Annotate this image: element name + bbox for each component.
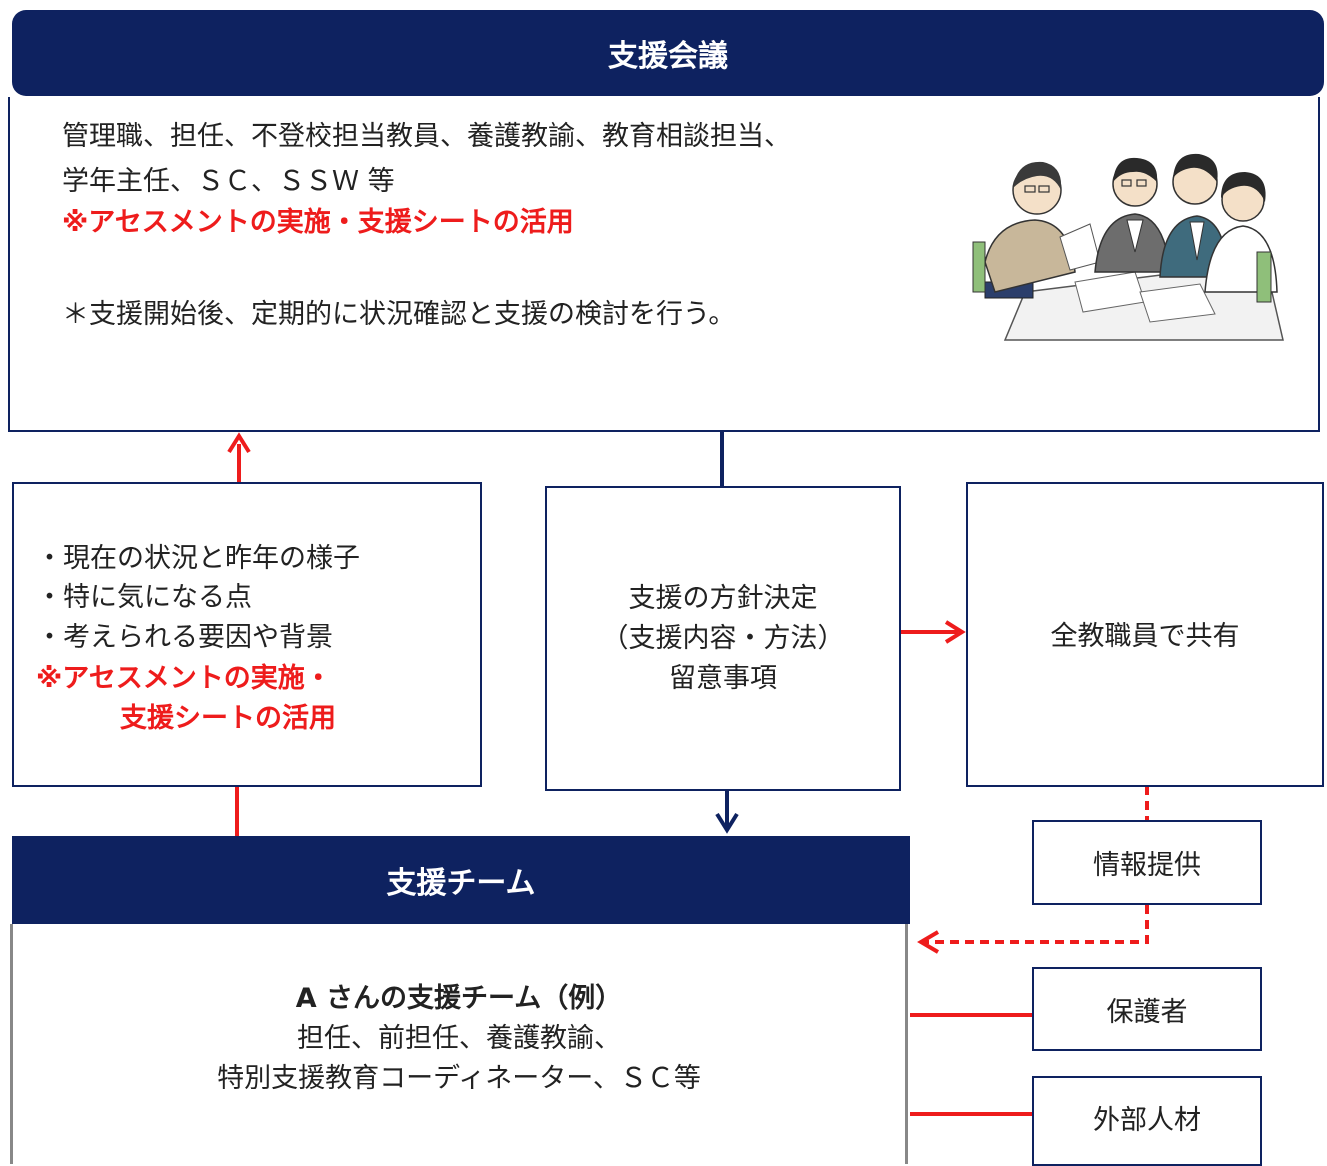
- situation-item-3: ・考えられる要因や背景: [36, 622, 333, 653]
- guardian-label: 保護者: [1106, 996, 1188, 1028]
- team-line-2: 特別支援教育コーディネーター、ＳＣ等: [217, 1063, 701, 1094]
- situation-item-2: ・特に気になる点: [36, 582, 252, 613]
- meeting-title: 支援会議: [608, 39, 728, 74]
- policy-decision-box: 支援の方針決定 （支援内容・方法） 留意事項: [545, 486, 901, 791]
- team-text: A さんの支援チーム（例） 担任、前担任、養護教諭、 特別支援教育コーディネータ…: [13, 979, 905, 1099]
- dashed-info-team: [925, 905, 1149, 944]
- meeting-title-bar: 支援会議: [12, 10, 1324, 96]
- team-title: 支援チーム: [386, 866, 536, 901]
- meeting-members-line2: 学年主任、ＳＣ、ＳＳＷ 等: [62, 166, 395, 197]
- policy-line-3: 留意事項: [669, 662, 777, 694]
- meeting-note: ＊支援開始後、定期的に状況確認と支援の検討を行う。: [62, 299, 736, 330]
- policy-line-2: （支援内容・方法）: [601, 622, 845, 654]
- arrow-left-up-head: [227, 432, 251, 454]
- team-subtitle: A さんの支援チーム（例）: [295, 983, 623, 1014]
- team-title-bar: 支援チーム: [12, 836, 910, 924]
- external-personnel-box: 外部人材: [1032, 1076, 1262, 1166]
- situation-red-note-1: ※アセスメントの実施・: [36, 663, 332, 694]
- situation-red-note-2: 支援シートの活用: [120, 703, 336, 734]
- meeting-members-line1: 管理職、担任、不登校担当教員、養護教諭、教育相談担当、: [62, 121, 791, 152]
- meeting-body: 管理職、担任、不登校担当教員、養護教諭、教育相談担当、 学年主任、ＳＣ、ＳＳＷ …: [8, 97, 1320, 432]
- arrow-center-right-head: [944, 620, 966, 644]
- situation-item-1: ・現在の状況と昨年の様子: [36, 543, 360, 574]
- team-line-1: 担任、前担任、養護教諭、: [297, 1023, 621, 1054]
- guardian-box: 保護者: [1032, 967, 1262, 1051]
- arrow-center-down-head: [715, 812, 739, 834]
- meeting-red-note: ※アセスメントの実施・支援シートの活用: [62, 207, 574, 238]
- share-all-staff-label: 全教職員で共有: [1050, 621, 1240, 652]
- policy-line-1: 支援の方針決定: [628, 582, 818, 614]
- info-provision-box: 情報提供: [1032, 820, 1262, 905]
- external-personnel-label: 外部人材: [1093, 1104, 1201, 1136]
- info-provision-label: 情報提供: [1093, 850, 1201, 881]
- share-all-staff-box: 全教職員で共有: [966, 482, 1324, 787]
- teachers-meeting-illustration: [972, 153, 1284, 341]
- current-situation-box: ・現在の状況と昨年の様子 ・特に気になる点 ・考えられる要因や背景 ※アセスメン…: [12, 482, 482, 787]
- team-body: A さんの支援チーム（例） 担任、前担任、養護教諭、 特別支援教育コーディネータ…: [10, 924, 908, 1164]
- dashed-info-team-head: [917, 930, 940, 954]
